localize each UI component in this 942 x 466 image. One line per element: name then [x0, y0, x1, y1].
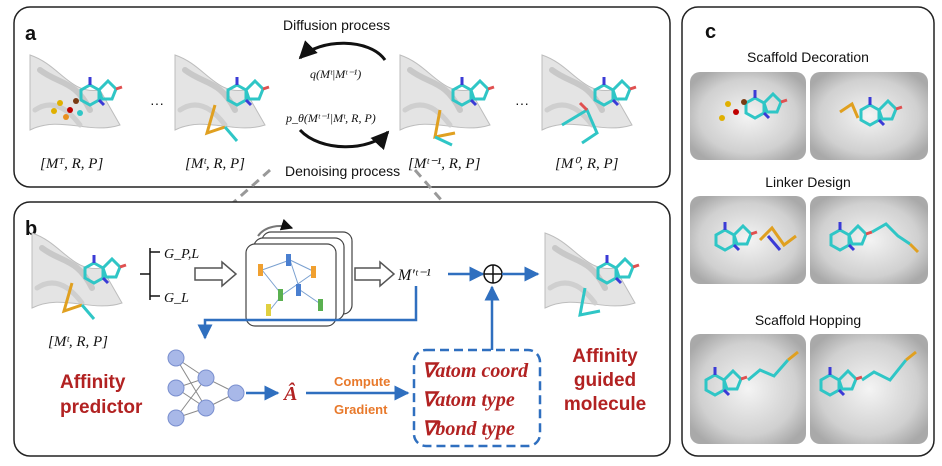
graph-pl-label: G_P,L [164, 247, 199, 262]
scaffold-decoration-title: Scaffold Decoration [747, 49, 869, 65]
panel-b: b [Mᵗ, R, P] G_P,L G_L [13, 201, 671, 457]
scaffold-hopping-title: Scaffold Hopping [755, 312, 861, 328]
guided-molecule-label-2: guided [574, 370, 636, 391]
molecule-image-m0 [542, 55, 638, 145]
scaffold-hopping-images [690, 334, 928, 444]
denoising-arrow [298, 128, 390, 151]
molecule-image-mt-1 [400, 55, 496, 147]
panel-a: a ··· ··· [ [13, 6, 671, 188]
guided-molecule-label-3: molecule [564, 394, 646, 415]
linker-design-images [690, 196, 928, 284]
q-formula: q(Mᵗ|Mᵗ⁻¹) [310, 67, 361, 81]
arrow-to-predictor [197, 286, 418, 340]
input-state-label: [Mᵗ, R, P] [48, 334, 108, 350]
state-label-mT: [Mᵀ, R, P] [40, 156, 103, 172]
a-hat-label: Â [282, 381, 297, 405]
gradient-label: Gradient [334, 402, 388, 417]
state-label-mt: [Mᵗ, R, P] [185, 156, 245, 172]
hollow-arrow-1 [194, 260, 238, 288]
guided-molecule-label-1: Affinity [572, 346, 638, 367]
gradients-box [412, 348, 542, 448]
denoising-process-label: Denoising process [285, 163, 400, 179]
linker-design-title: Linker Design [765, 174, 851, 190]
ellipsis-left: ··· [150, 95, 164, 111]
diffusion-process-label: Diffusion process [283, 17, 390, 33]
output-m-label: M′ᵗ⁻¹ [397, 267, 431, 284]
bracket [140, 248, 160, 300]
hollow-arrow-2 [354, 260, 396, 288]
gnn-graph [245, 218, 353, 327]
panel-c-letter: c [705, 21, 716, 43]
molecule-image-mt [175, 55, 271, 142]
affinity-predictor-label-2: predictor [60, 397, 143, 418]
affinity-predictor-label-1: Affinity [60, 372, 126, 393]
gradient-atom-type: ∇atom type [422, 389, 515, 411]
molecule-image-mT [30, 55, 124, 130]
molecule-image-input [32, 233, 128, 320]
panel-a-letter: a [25, 23, 37, 45]
gradient-bond-type: ∇bond type [422, 418, 515, 440]
state-label-m0: [M⁰, R, P] [555, 156, 619, 172]
panel-a-frame [13, 6, 671, 188]
molecule-image-guided [545, 233, 641, 317]
state-label-mt-1: [Mᵗ⁻¹, R, P] [408, 156, 481, 172]
compute-label: Compute [334, 374, 390, 389]
scaffold-decoration-images [690, 72, 928, 160]
ellipsis-right: ··· [515, 95, 529, 111]
diffusion-arrow [298, 40, 387, 61]
gradient-atom-coord: ∇atom coord [422, 360, 529, 382]
panel-c: c Scaffold Decoration Linker Design Scaf… [681, 6, 935, 457]
connector-right [413, 169, 452, 211]
neural-network-icon [167, 349, 245, 427]
graph-l-label: G_L [164, 291, 189, 306]
p-formula: p_θ(Mᵗ⁻¹|Mᵗ, R, P) [285, 111, 376, 125]
